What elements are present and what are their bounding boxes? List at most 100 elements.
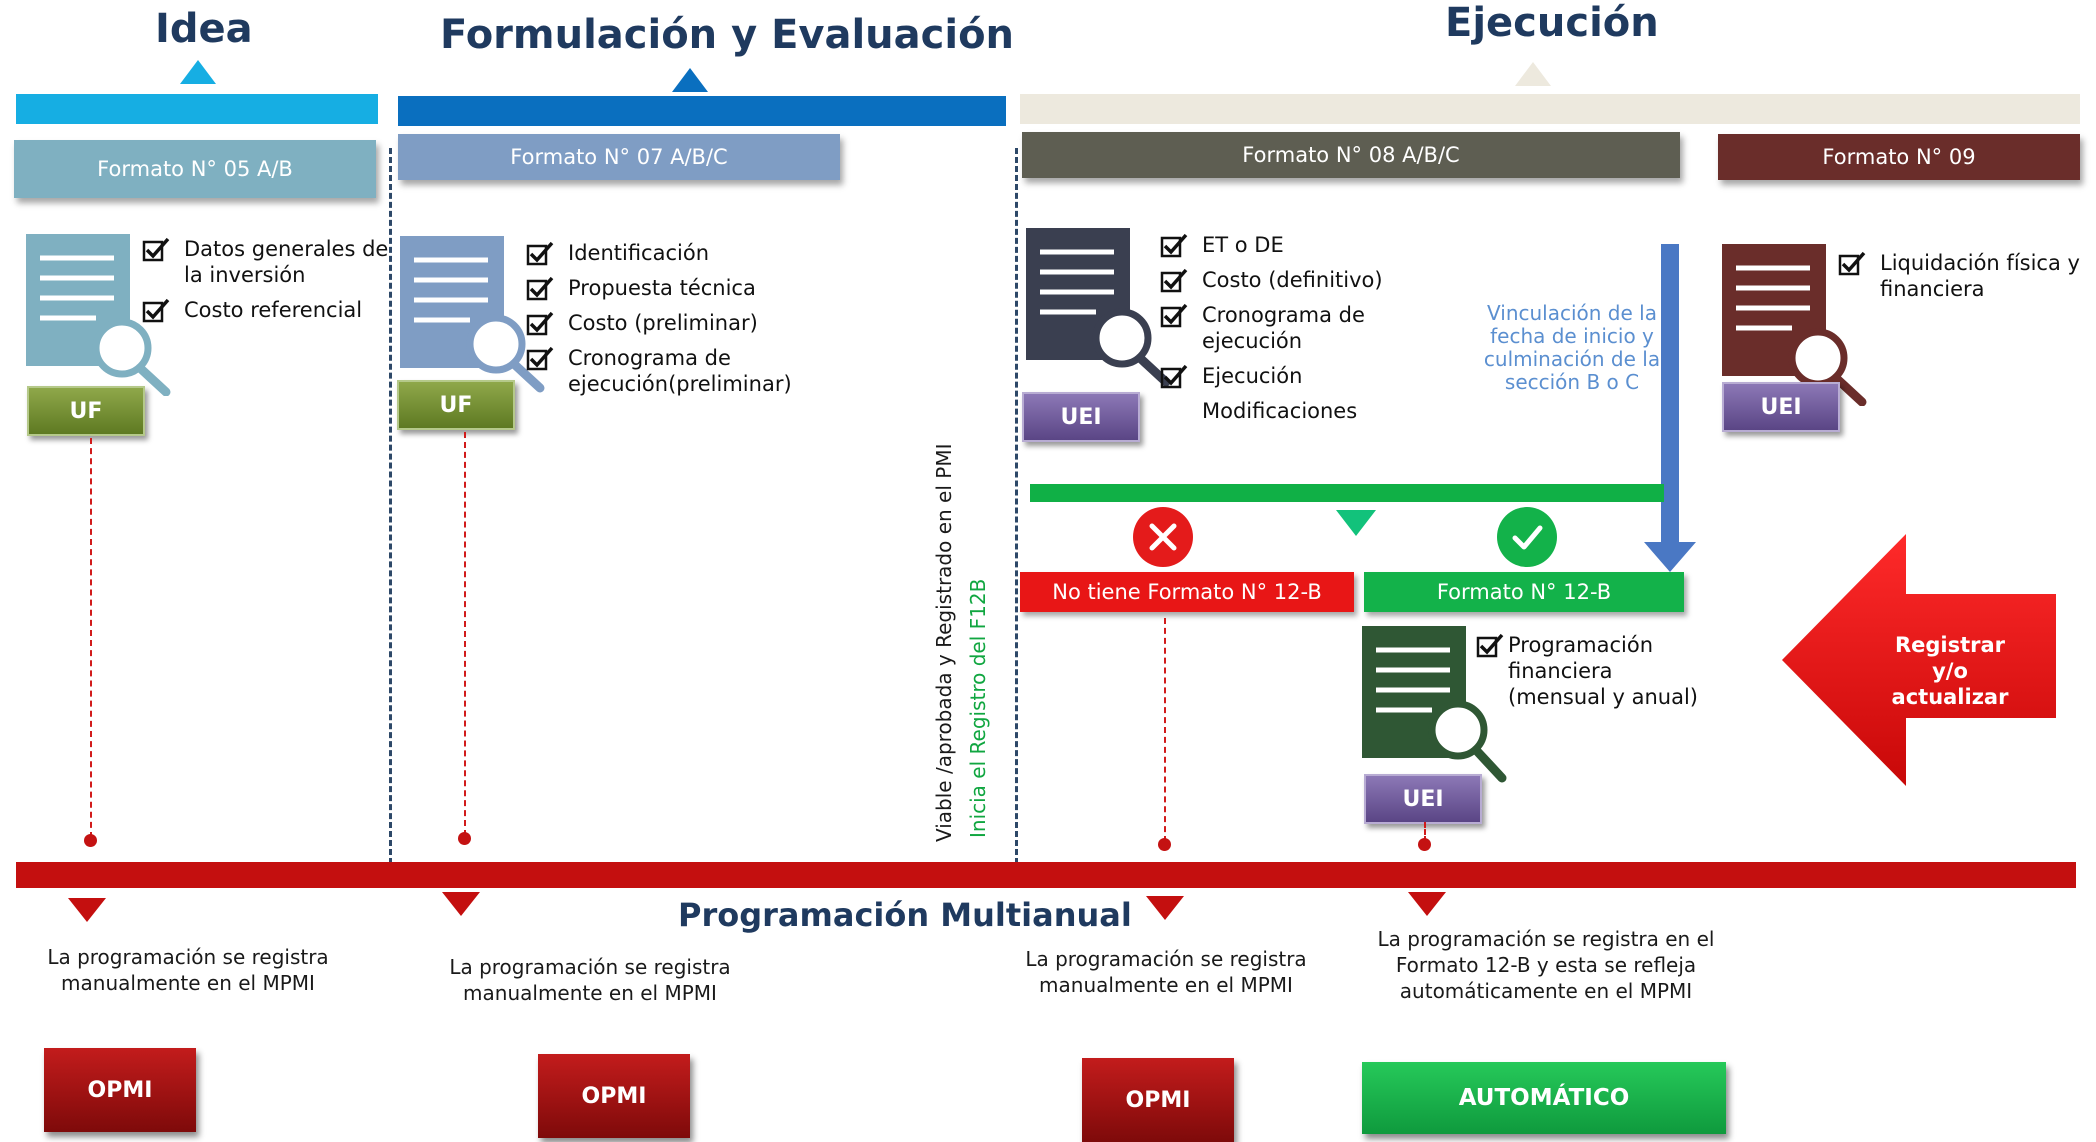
triangle-down-icon <box>1336 510 1376 536</box>
checklist-item-label: Cronograma de ejecución <box>1202 303 1365 353</box>
unit-badge-uei: UEI <box>1364 774 1482 824</box>
checklist-item-label: Costo referencial <box>184 298 363 322</box>
checkbox-icon <box>1476 633 1504 658</box>
connector-dot <box>458 832 471 845</box>
checklist-item: Programación financiera (mensual y anual… <box>1476 632 1706 710</box>
connector-dot <box>1158 838 1171 851</box>
checkbox-icon <box>526 346 554 371</box>
phase-title-ejecucion: Ejecución <box>1445 0 1659 46</box>
checklist-format-05: Datos generales de la inversión Costo re… <box>142 236 392 332</box>
opmi-box: OPMI <box>44 1048 196 1132</box>
checklist-item: Datos generales de la inversión <box>142 236 392 288</box>
checklist-item: Identificación <box>526 240 846 266</box>
cross-icon <box>1133 507 1193 567</box>
phase-band-idea <box>16 94 378 124</box>
checklist-format-12b: Programación financiera (mensual y anual… <box>1476 632 1706 719</box>
checkbox-icon <box>1160 303 1188 328</box>
automatico-box: AUTOMÁTICO <box>1362 1062 1726 1134</box>
document-search-icon <box>26 234 171 396</box>
checklist-item-label: Propuesta técnica <box>568 276 756 300</box>
triangle-down-icon <box>1146 896 1184 920</box>
document-search-icon <box>1026 228 1171 387</box>
triangle-down-icon <box>68 898 106 922</box>
phase-title-formulacion: Formulación y Evaluación <box>440 12 1015 58</box>
checkbox-icon <box>142 237 170 262</box>
phase-title-idea: Idea <box>155 6 253 52</box>
connector-line <box>464 432 466 836</box>
branch-formato-12b: Formato N° 12-B <box>1364 572 1684 612</box>
phase-marker-idea <box>180 60 216 84</box>
checklist-item: Ejecución <box>1160 363 1390 389</box>
checkbox-icon <box>142 298 170 323</box>
checklist-item: Costo referencial <box>142 297 392 323</box>
connector-dot <box>1418 838 1431 851</box>
checklist-item: ET o DE <box>1160 232 1390 258</box>
checkbox-icon <box>526 276 554 301</box>
note-manual-formulacion: La programación se registra manualmente … <box>449 955 731 1005</box>
unit-badge-uei: UEI <box>1022 392 1140 442</box>
green-connector-bar <box>1030 484 1664 502</box>
checkbox-icon <box>526 311 554 336</box>
vinculacion-note: Vinculación de la fecha de inicio y culm… <box>1483 301 1661 394</box>
note-manual-ejecucion: La programación se registra manualmente … <box>1025 947 1307 997</box>
arrow-left-icon <box>1782 534 2056 786</box>
triangle-down-icon <box>442 892 480 916</box>
checklist-item-label: Modificaciones <box>1202 399 1358 423</box>
checklist-item-label: Cronograma de ejecución(preliminar) <box>568 346 792 396</box>
connector-dot <box>84 834 97 847</box>
unit-badge-uf: UF <box>397 380 515 430</box>
checklist-item: Modificaciones <box>1160 398 1390 424</box>
checklist-item-label: Costo (preliminar) <box>568 311 758 335</box>
checklist-item-label: Programación financiera (mensual y anual… <box>1508 633 1698 709</box>
connector-line <box>1164 618 1166 842</box>
arrow-down-icon <box>1644 244 1696 572</box>
branch-no-formato-12b: No tiene Formato N° 12-B <box>1020 572 1354 612</box>
programacion-bar <box>16 862 2076 888</box>
connector-line <box>90 438 92 838</box>
checklist-format-08: ET o DE Costo (definitivo) Cronograma de… <box>1160 232 1390 433</box>
document-search-icon <box>400 236 545 393</box>
arrow-label: Registrar y/o actualizar <box>1891 633 2009 709</box>
format-07-box: Formato N° 07 A/B/C <box>398 134 840 180</box>
vertical-label-viable: Viable /aprobada y Registrado en el PMI <box>932 443 956 843</box>
phase-marker-ejecucion <box>1515 62 1551 86</box>
checklist-item: Liquidación física y financiera <box>1838 250 2084 302</box>
document-search-icon <box>1362 626 1507 783</box>
document-search-icon <box>1722 244 1867 406</box>
unit-badge-uei: UEI <box>1722 382 1840 432</box>
checklist-item-label: Datos generales de la inversión <box>184 237 389 287</box>
format-09-box: Formato N° 09 <box>1718 134 2080 180</box>
checklist-item-label: Costo (definitivo) <box>1202 268 1383 292</box>
checklist-item: Costo (preliminar) <box>526 310 846 336</box>
checkbox-icon <box>1160 268 1188 293</box>
connector-line <box>1424 822 1426 842</box>
phase-marker-formulacion <box>672 68 708 92</box>
checklist-item-label: Liquidación física y financiera <box>1880 251 2080 301</box>
checklist-item: Propuesta técnica <box>526 275 846 301</box>
phase-band-ejecucion <box>1020 94 2080 124</box>
opmi-box: OPMI <box>1082 1058 1234 1142</box>
divider-formulacion-ejecucion <box>1015 148 1018 864</box>
checkbox-icon <box>1160 233 1188 258</box>
checkbox-icon <box>526 241 554 266</box>
checklist-format-09: Liquidación física y financiera <box>1838 250 2084 311</box>
note-automatico: La programación se registra en el Format… <box>1377 927 1715 1003</box>
vertical-label-inicia-f12b: Inicia el Registro del F12B <box>966 578 990 838</box>
checklist-item-label: ET o DE <box>1202 233 1284 257</box>
programacion-title: Programación Multianual <box>678 896 1132 934</box>
format-05-box: Formato N° 05 A/B <box>14 140 376 198</box>
note-manual-idea: La programación se registra manualmente … <box>47 945 329 995</box>
divider-idea-formulacion <box>389 148 392 864</box>
checklist-item: Cronograma de ejecución(preliminar) <box>526 345 846 397</box>
checklist-format-07: Identificación Propuesta técnica Costo (… <box>526 240 846 406</box>
opmi-box: OPMI <box>538 1054 690 1138</box>
checklist-item: Costo (definitivo) <box>1160 267 1390 293</box>
format-08-box: Formato N° 08 A/B/C <box>1022 132 1680 178</box>
checklist-item-label: Identificación <box>568 241 710 265</box>
checklist-item: Cronograma de ejecución <box>1160 302 1390 354</box>
checkbox-icon <box>1838 251 1866 276</box>
triangle-down-icon <box>1408 892 1446 916</box>
check-circle-icon <box>1497 507 1557 567</box>
checkbox-icon <box>1160 364 1188 389</box>
unit-badge-uf: UF <box>27 386 145 436</box>
